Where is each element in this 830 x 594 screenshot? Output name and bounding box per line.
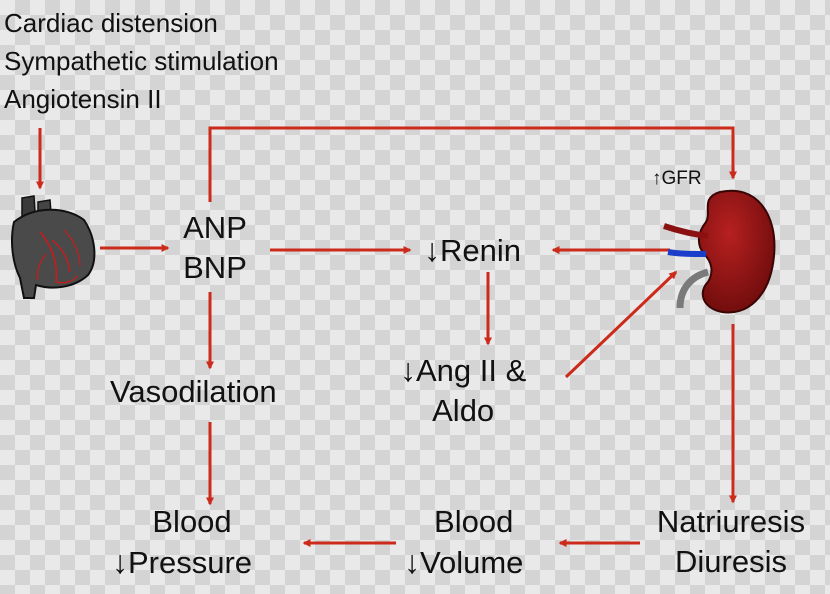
diuresis-text: Diuresis: [675, 544, 787, 579]
gfr-text: GFR: [661, 168, 702, 189]
bnp-label: BNP: [183, 250, 247, 285]
anp-label: ANP: [183, 210, 247, 245]
bv-line1: Blood: [434, 504, 514, 539]
blood-pressure-label: Blood ↓Pressure: [112, 502, 252, 583]
down-arrow-icon: ↓: [424, 232, 440, 268]
natriuresis-text: Natriuresis: [656, 504, 806, 539]
stimulus-sympathetic-stimulation: Sympathetic stimulation: [4, 46, 279, 76]
stimuli-list: Cardiac distension Sympathetic stimulati…: [4, 4, 279, 118]
vasodilation-label: Vasodilation: [110, 374, 277, 409]
renin-text: Renin: [440, 233, 521, 268]
stimulus-angiotensin-ii: Angiotensin II: [4, 84, 162, 114]
aldo-text: Aldo: [432, 393, 495, 428]
down-arrow-icon: ↓: [112, 544, 128, 580]
renin-label: ↓Renin: [424, 232, 521, 269]
gfr-label: ↑GFR: [652, 168, 702, 190]
arrow-ang-to-kidney: [564, 270, 678, 379]
down-arrow-icon: ↓: [404, 544, 420, 580]
natriuretic-peptides: ANP BNP: [160, 208, 270, 288]
arrow-anp-to-kidney: [208, 126, 737, 202]
blood-volume-label: Blood ↓Volume: [404, 502, 523, 583]
natriuresis-diuresis-label: Natriuresis Diuresis: [636, 502, 826, 582]
ang-aldo-label: ↓Ang II & Aldo: [400, 350, 526, 431]
bp-line1: Blood: [152, 504, 232, 539]
stimulus-cardiac-distension: Cardiac distension: [4, 8, 218, 38]
up-arrow-icon: ↑: [652, 168, 662, 189]
bp-line2: Pressure: [128, 545, 253, 580]
down-arrow-icon: ↓: [400, 352, 416, 388]
ang-text: Ang II &: [416, 353, 527, 388]
bv-line2: Volume: [420, 545, 524, 580]
